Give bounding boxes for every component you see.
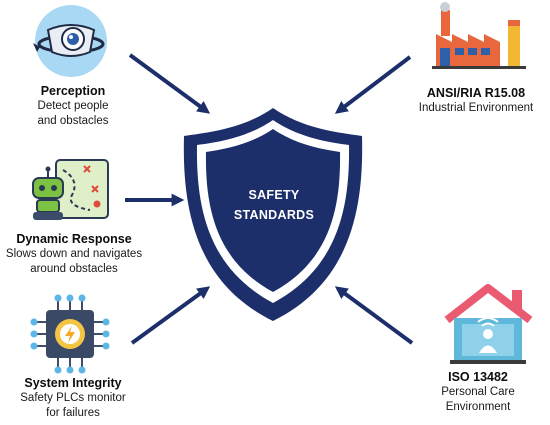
shield-icon bbox=[183, 108, 363, 321]
perception-title: Perception bbox=[40, 84, 106, 98]
dynamic-response-desc-line1: Slows down and navigates bbox=[5, 248, 143, 260]
ansi-label: ANSI/RIA R15.08 Industrial Environment bbox=[402, 86, 550, 116]
arrow-perception bbox=[128, 53, 211, 114]
center-title: SAFETY STANDARDS bbox=[212, 185, 336, 225]
dynamic-response-desc-line2: around obstacles bbox=[30, 263, 118, 275]
arrow-iso bbox=[334, 286, 414, 345]
smart-home-icon bbox=[444, 284, 533, 364]
arrow-ansi bbox=[334, 55, 412, 114]
system-integrity-desc-line1: Safety PLCs monitor bbox=[20, 392, 126, 404]
ansi-title: ANSI/RIA R15.08 bbox=[426, 86, 526, 100]
iso-desc-line1: Personal Care bbox=[441, 386, 515, 398]
chip-icon bbox=[30, 294, 110, 374]
center-title-line1: SAFETY bbox=[248, 188, 300, 202]
iso-label: ISO 13482 Personal Care Environment bbox=[412, 370, 544, 415]
dynamic-response-label: Dynamic Response Slows down and navigate… bbox=[0, 232, 148, 277]
perception-label: Perception Detect people and obstacles bbox=[4, 84, 142, 129]
camera-icon bbox=[33, 5, 107, 77]
ansi-desc-line1: Industrial Environment bbox=[418, 102, 534, 114]
perception-desc-line1: Detect people bbox=[37, 100, 109, 112]
center-title-line2: STANDARDS bbox=[233, 208, 315, 222]
robot-path-icon bbox=[32, 159, 109, 220]
arrow-system-integrity bbox=[130, 286, 211, 345]
system-integrity-label: System Integrity Safety PLCs monitor for… bbox=[4, 376, 142, 421]
iso-title: ISO 13482 bbox=[448, 370, 508, 384]
factory-icon bbox=[432, 2, 526, 69]
iso-desc-line2: Environment bbox=[445, 401, 511, 413]
dynamic-response-title: Dynamic Response bbox=[16, 232, 132, 246]
perception-desc-line2: and obstacles bbox=[37, 115, 109, 127]
system-integrity-title: System Integrity bbox=[24, 376, 122, 390]
system-integrity-desc-line2: for failures bbox=[46, 407, 100, 419]
